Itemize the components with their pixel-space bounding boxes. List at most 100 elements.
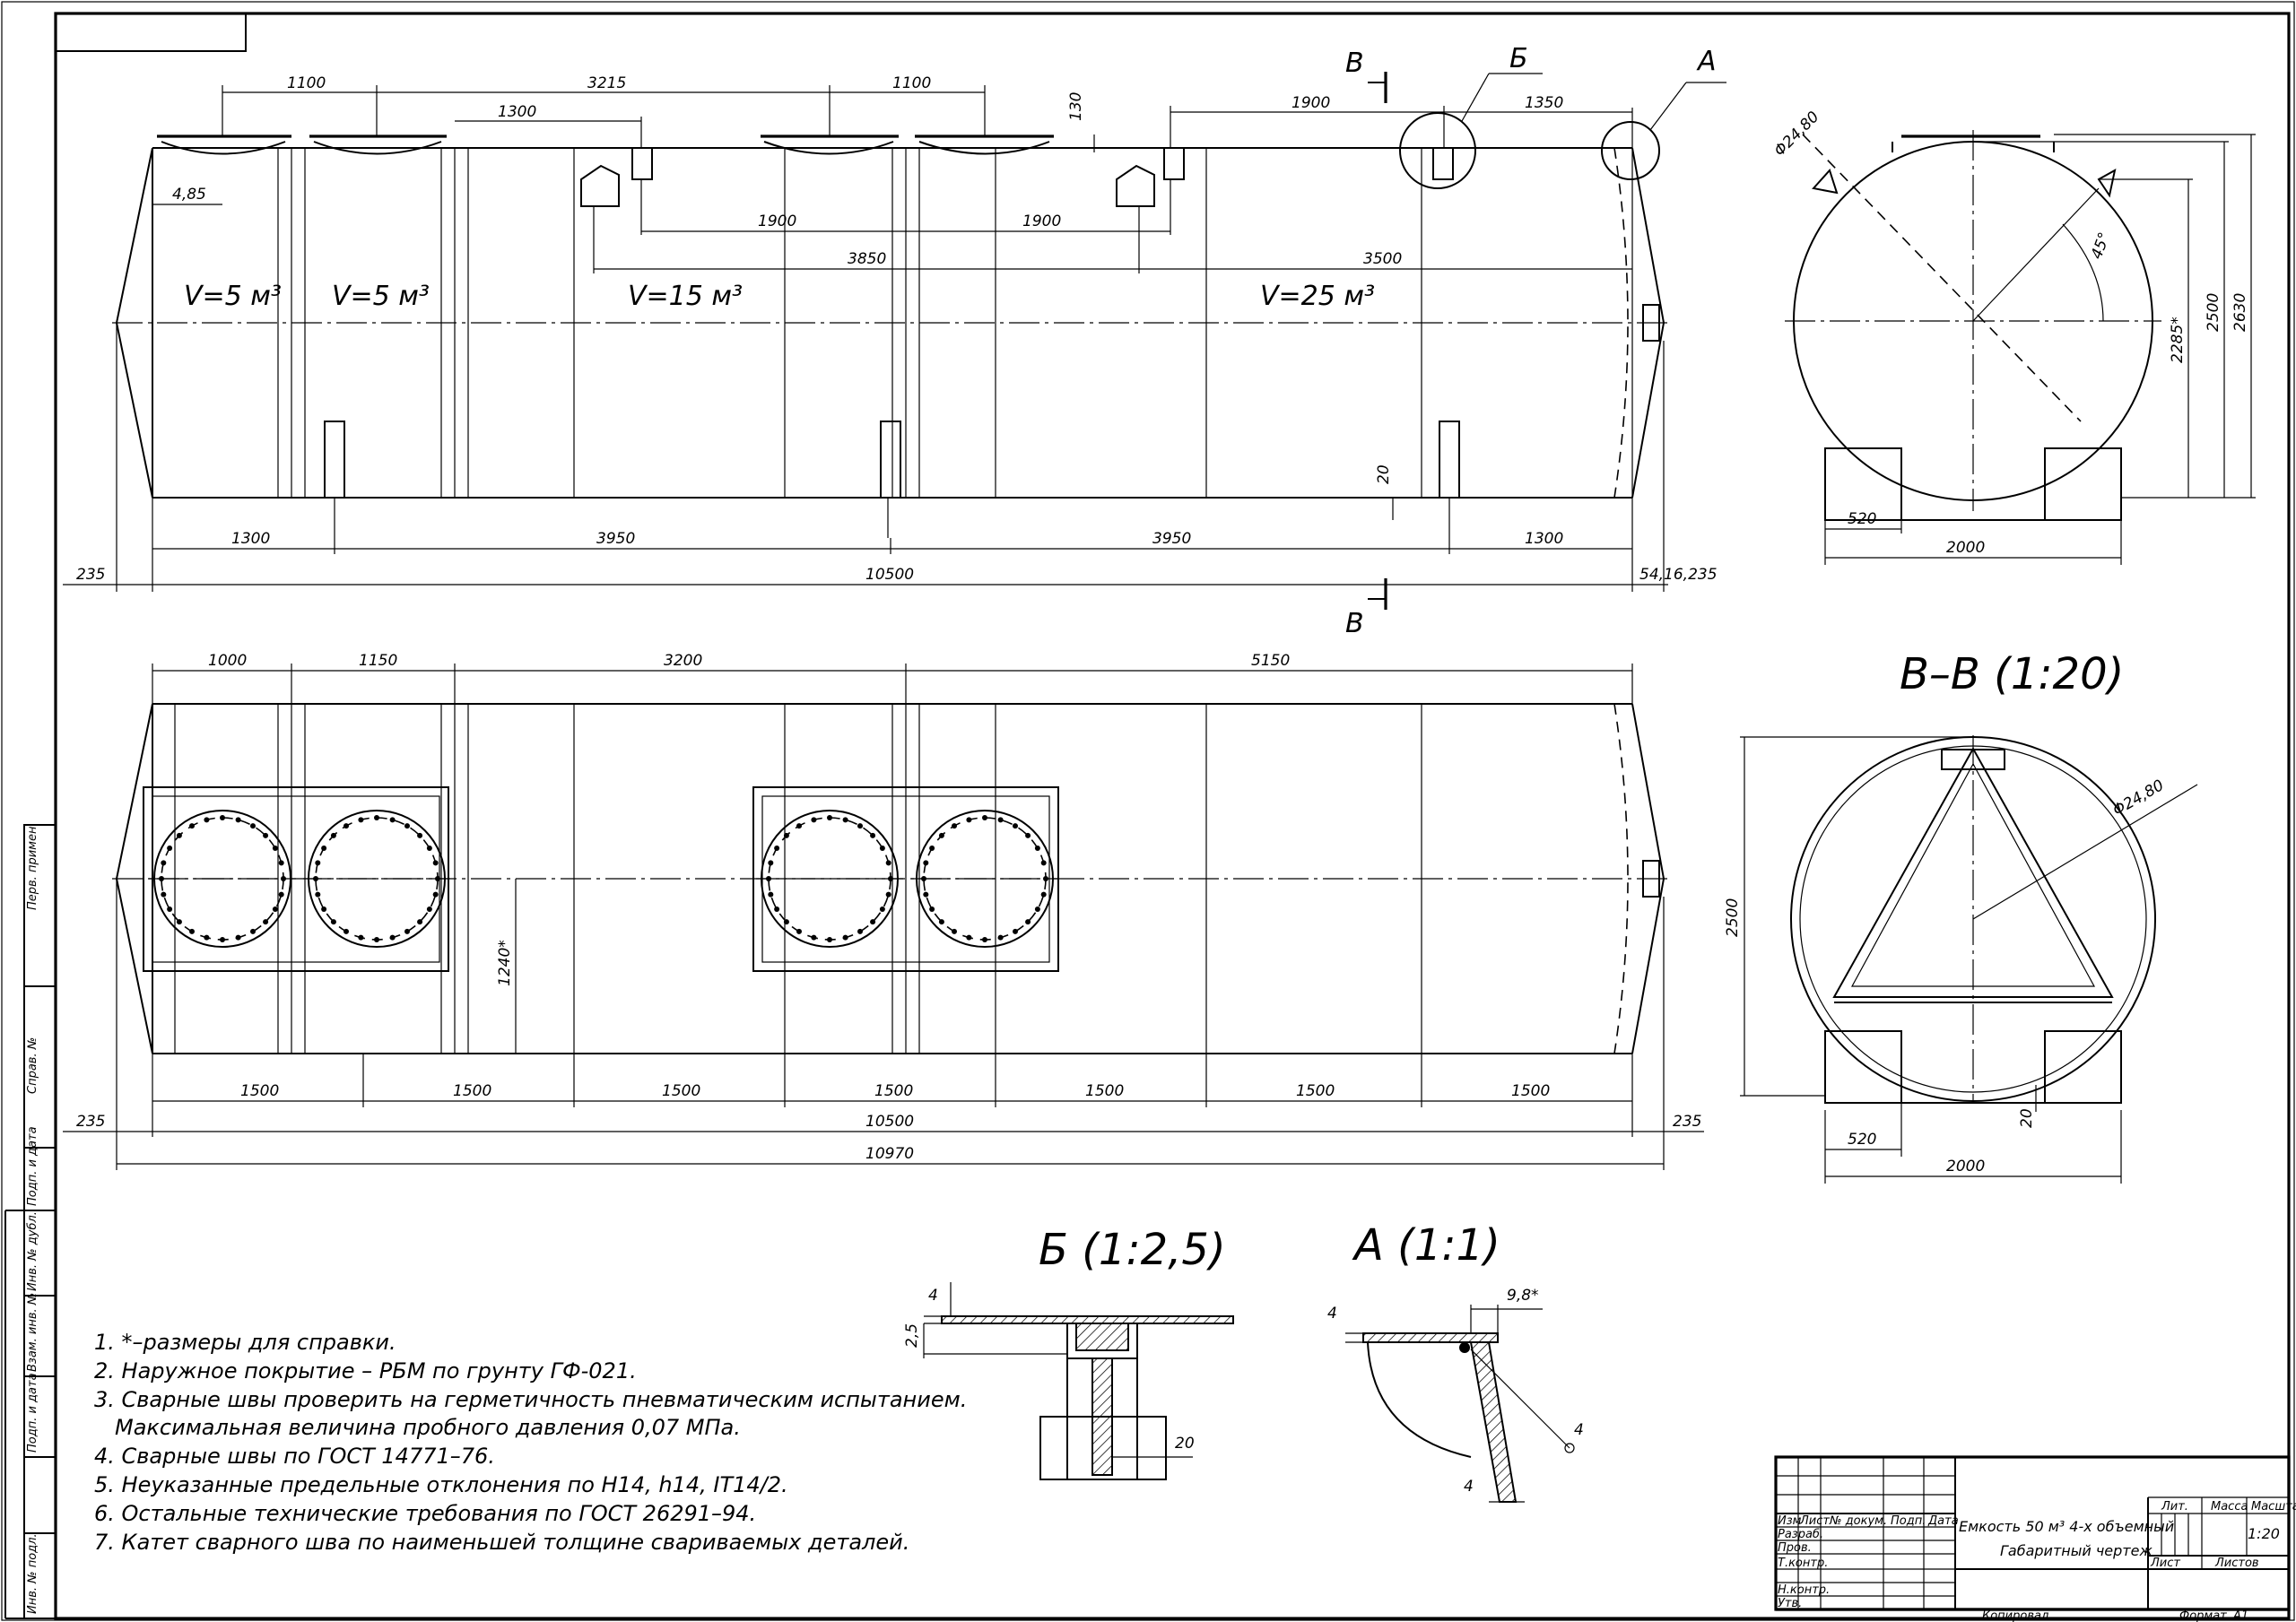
bolt-hole bbox=[315, 860, 321, 866]
manhole-group bbox=[149, 810, 1058, 948]
bolt-hole bbox=[321, 846, 327, 851]
bolt-hole bbox=[263, 832, 269, 838]
bolt-hole bbox=[426, 906, 432, 912]
bolt-hole bbox=[358, 934, 364, 941]
bolt-hole bbox=[811, 817, 817, 823]
bolt-hole bbox=[404, 928, 410, 934]
dim-label: 1100 bbox=[892, 74, 931, 92]
bolt-hole bbox=[358, 817, 364, 823]
dim-label: 1500 bbox=[453, 1082, 491, 1100]
dim-label: 235 bbox=[1673, 1113, 1701, 1131]
bolt-hole bbox=[879, 906, 885, 912]
dim-label: 3950 bbox=[1152, 530, 1191, 548]
section-mark: В bbox=[1345, 608, 1364, 639]
section-mark: В bbox=[1345, 48, 1364, 79]
note-line: 2. Наружное покрытие – РБМ по грунту ГФ-… bbox=[94, 1358, 637, 1383]
dim-label: 2630 bbox=[2231, 293, 2249, 332]
dim-label: 1240* bbox=[496, 940, 514, 986]
bolt-hole bbox=[929, 846, 935, 851]
dim-label: 1900 bbox=[1022, 213, 1061, 230]
bolt-hole bbox=[938, 919, 944, 925]
title-cell: А1 bbox=[2232, 1609, 2248, 1622]
bolt-hole bbox=[1025, 919, 1031, 925]
dim-label: 1300 bbox=[1525, 530, 1563, 548]
bolt-hole bbox=[997, 934, 1004, 941]
callout-label: Б bbox=[1509, 43, 1528, 74]
bolt-hole bbox=[1034, 906, 1040, 912]
bolt-hole bbox=[330, 832, 336, 838]
bolt-hole bbox=[374, 815, 379, 820]
note-line: 6. Остальные технические требования по Г… bbox=[94, 1501, 756, 1526]
detail-b-view: Б (1:2,5) 4 2,5 20 bbox=[903, 1225, 1234, 1480]
top-left-box bbox=[55, 13, 247, 52]
note-line: 1. *–размеры для справки. bbox=[94, 1330, 396, 1355]
bolt-hole bbox=[417, 832, 423, 838]
bolt-hole bbox=[330, 919, 336, 925]
bolt-hole bbox=[929, 906, 935, 912]
dim-label: 2285* bbox=[2169, 317, 2187, 363]
dim-label: 4 bbox=[928, 1287, 938, 1305]
title-main: Емкость 50 м³ 4-х объемный bbox=[1959, 1518, 2174, 1535]
title-row: Разраб. bbox=[1778, 1528, 1823, 1541]
bolt-hole bbox=[432, 860, 439, 866]
dim-label: 4,85 bbox=[172, 186, 206, 204]
bolt-hole bbox=[885, 860, 891, 866]
note-line: 3. Сварные швы проверить на герметичност… bbox=[94, 1387, 967, 1412]
bolt-hole bbox=[783, 832, 789, 838]
bolt-hole bbox=[857, 823, 863, 829]
volume-label: V=25 м³ bbox=[1260, 281, 1375, 312]
dim-label: 10500 bbox=[865, 566, 914, 584]
bolt-hole bbox=[404, 823, 410, 829]
dim-label: 3200 bbox=[664, 652, 702, 670]
side-stamp: Перв. примен. Справ. № Подп. и дата Инв.… bbox=[4, 822, 57, 1619]
plan-view: 1240* 1000 1150 3200 5150 1500 1500 1500… bbox=[63, 652, 1704, 1170]
bolt-hole bbox=[1025, 832, 1031, 838]
title-col: Дата bbox=[1927, 1514, 1959, 1528]
bolt-hole bbox=[189, 823, 195, 829]
bolt-hole bbox=[1013, 823, 1018, 829]
volume-label: V=5 м³ bbox=[332, 281, 430, 312]
dim-label: 2000 bbox=[1946, 539, 1985, 557]
side-stamp-label: Инв. № дубл. bbox=[26, 1211, 39, 1291]
bolt-hole bbox=[344, 928, 349, 934]
dim-label: Φ24,80 bbox=[1770, 108, 1822, 160]
drawing-frame bbox=[54, 12, 2291, 1620]
title-block: Изм Лист № докум. Подп. Дата Разраб. Про… bbox=[1774, 1455, 2296, 1622]
bolt-hole bbox=[1040, 891, 1047, 898]
dim-label: 1350 bbox=[1525, 94, 1563, 112]
volume-label: V=15 м³ bbox=[628, 281, 743, 312]
bolt-hole bbox=[220, 937, 225, 942]
bolt-hole bbox=[389, 817, 396, 823]
dim-label: 1500 bbox=[240, 1082, 279, 1100]
dim-label: 520 bbox=[1848, 510, 1876, 528]
bolt-hole bbox=[374, 937, 379, 942]
bolt-hole bbox=[923, 891, 929, 898]
bolt-hole bbox=[220, 815, 225, 820]
title-row: Т.контр. bbox=[1778, 1557, 1828, 1570]
side-stamp-label: Подп. и дата bbox=[26, 1126, 39, 1206]
bolt-hole bbox=[982, 815, 987, 820]
bolt-hole bbox=[235, 817, 241, 823]
bolt-hole bbox=[167, 846, 173, 851]
dim-label: 54,16,235 bbox=[1639, 566, 1718, 584]
side-stamp-label: Перв. примен. bbox=[26, 822, 39, 910]
technical-notes: 1. *–размеры для справки. 2. Наружное по… bbox=[94, 1330, 967, 1555]
bolt-hole bbox=[204, 934, 210, 941]
dim-label: 2500 bbox=[1724, 898, 1742, 937]
dim-label: 4 bbox=[1464, 1478, 1474, 1496]
dim-label: 1500 bbox=[874, 1082, 913, 1100]
dim-label: 3950 bbox=[596, 530, 635, 548]
bolt-hole bbox=[982, 937, 987, 942]
bolt-hole bbox=[204, 817, 210, 823]
bolt-hole bbox=[857, 928, 863, 934]
dim-label: 235 bbox=[76, 1113, 105, 1131]
bolt-hole bbox=[879, 846, 885, 851]
title-col: Изм bbox=[1778, 1514, 1802, 1528]
title-cell: Масштаб bbox=[2251, 1500, 2296, 1514]
title-col: Лист bbox=[1799, 1514, 1830, 1528]
bolt-hole bbox=[176, 832, 182, 838]
bolt-hole bbox=[870, 832, 876, 838]
note-line: 5. Неуказанные предельные отклонения по … bbox=[94, 1472, 788, 1497]
dim-label: 45° bbox=[2088, 230, 2114, 262]
